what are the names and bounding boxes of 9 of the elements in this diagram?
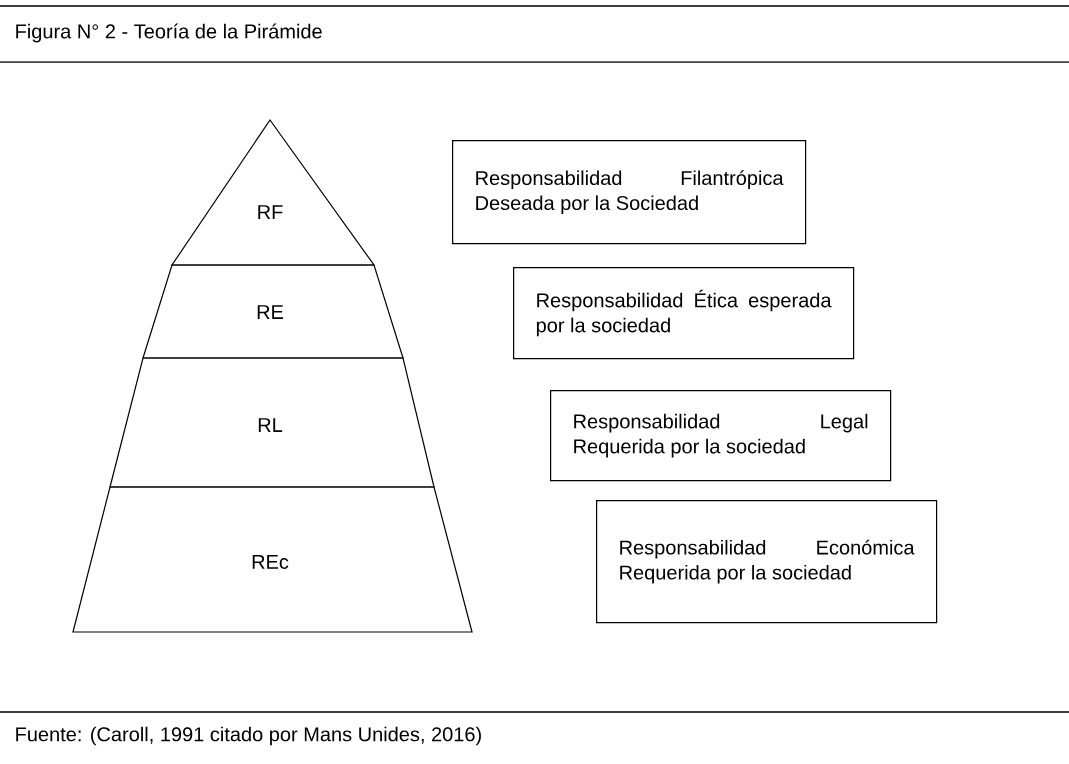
source-caption: Fuente: (Caroll, 1991 citado por Mans Unides, 2016) bbox=[16, 726, 481, 746]
figure-title: Figura N° 2 - Teoría de la Pirámide bbox=[16, 23, 322, 43]
text-box: Responsabilidad Legal Requerida por la sociedad bbox=[550, 390, 892, 482]
pyramid-layer: RE bbox=[142, 264, 404, 359]
pyramid-layer: REc bbox=[72, 486, 473, 633]
text-box: Responsabilidad Económica Requerida por la sociedad bbox=[596, 500, 938, 624]
text-box: Responsabilidad Filantrópica Deseada por la Sociedad bbox=[452, 140, 807, 245]
pyramid-layer: RL bbox=[109, 357, 435, 488]
text-box: Responsabilidad Ética esperada por la sociedad bbox=[513, 267, 855, 360]
